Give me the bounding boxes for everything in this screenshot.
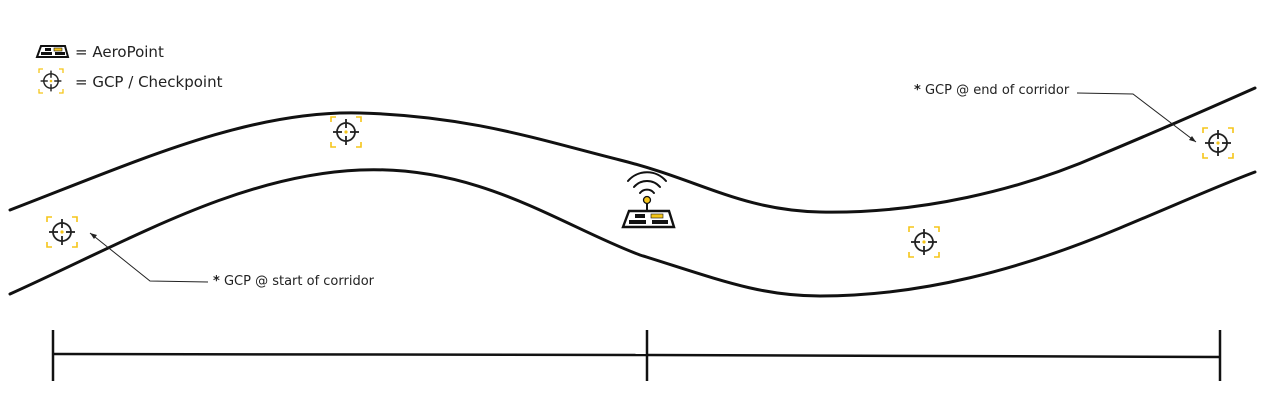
legend: = AeroPoint = GCP / Checkpoint <box>35 43 223 94</box>
end-gcp-star: * <box>914 83 921 98</box>
start-gcp-annotation: * GCP @ start of corridor <box>89 232 375 289</box>
aeropoint-icon <box>621 171 676 229</box>
end-gcp-note: * GCP @ end of corridor <box>914 83 1070 98</box>
start-gcp-note: * GCP @ start of corridor <box>213 274 375 289</box>
end-gcp-annotation: * GCP @ end of corridor <box>914 83 1197 143</box>
gcp-target-icon <box>1202 127 1234 159</box>
start-leader-line <box>89 232 209 283</box>
scale-line-left <box>53 352 648 357</box>
gcp-target-icon <box>46 216 78 248</box>
end-leader-arrowhead <box>1189 136 1196 142</box>
scale-line-right <box>646 353 1221 359</box>
corridor-lower-edge <box>8 168 1257 298</box>
start-leader-arrowhead <box>90 233 97 239</box>
end-gcp-text: GCP @ end of corridor <box>921 83 1070 98</box>
legend-aeropoint-icon <box>35 45 70 58</box>
distance-scale-bar <box>51 330 1222 381</box>
start-gcp-text: GCP @ start of corridor <box>220 274 375 289</box>
legend-gcp-label: = GCP / Checkpoint <box>75 73 223 91</box>
legend-gcp-icon <box>38 68 64 94</box>
legend-aeropoint-label: = AeroPoint <box>75 43 164 61</box>
corridor-upper-edge <box>8 86 1257 214</box>
end-leader-line <box>1076 92 1197 143</box>
start-gcp-star: * <box>213 274 220 289</box>
gcp-target-icon <box>330 116 362 148</box>
gcp-target-icon <box>908 226 940 258</box>
